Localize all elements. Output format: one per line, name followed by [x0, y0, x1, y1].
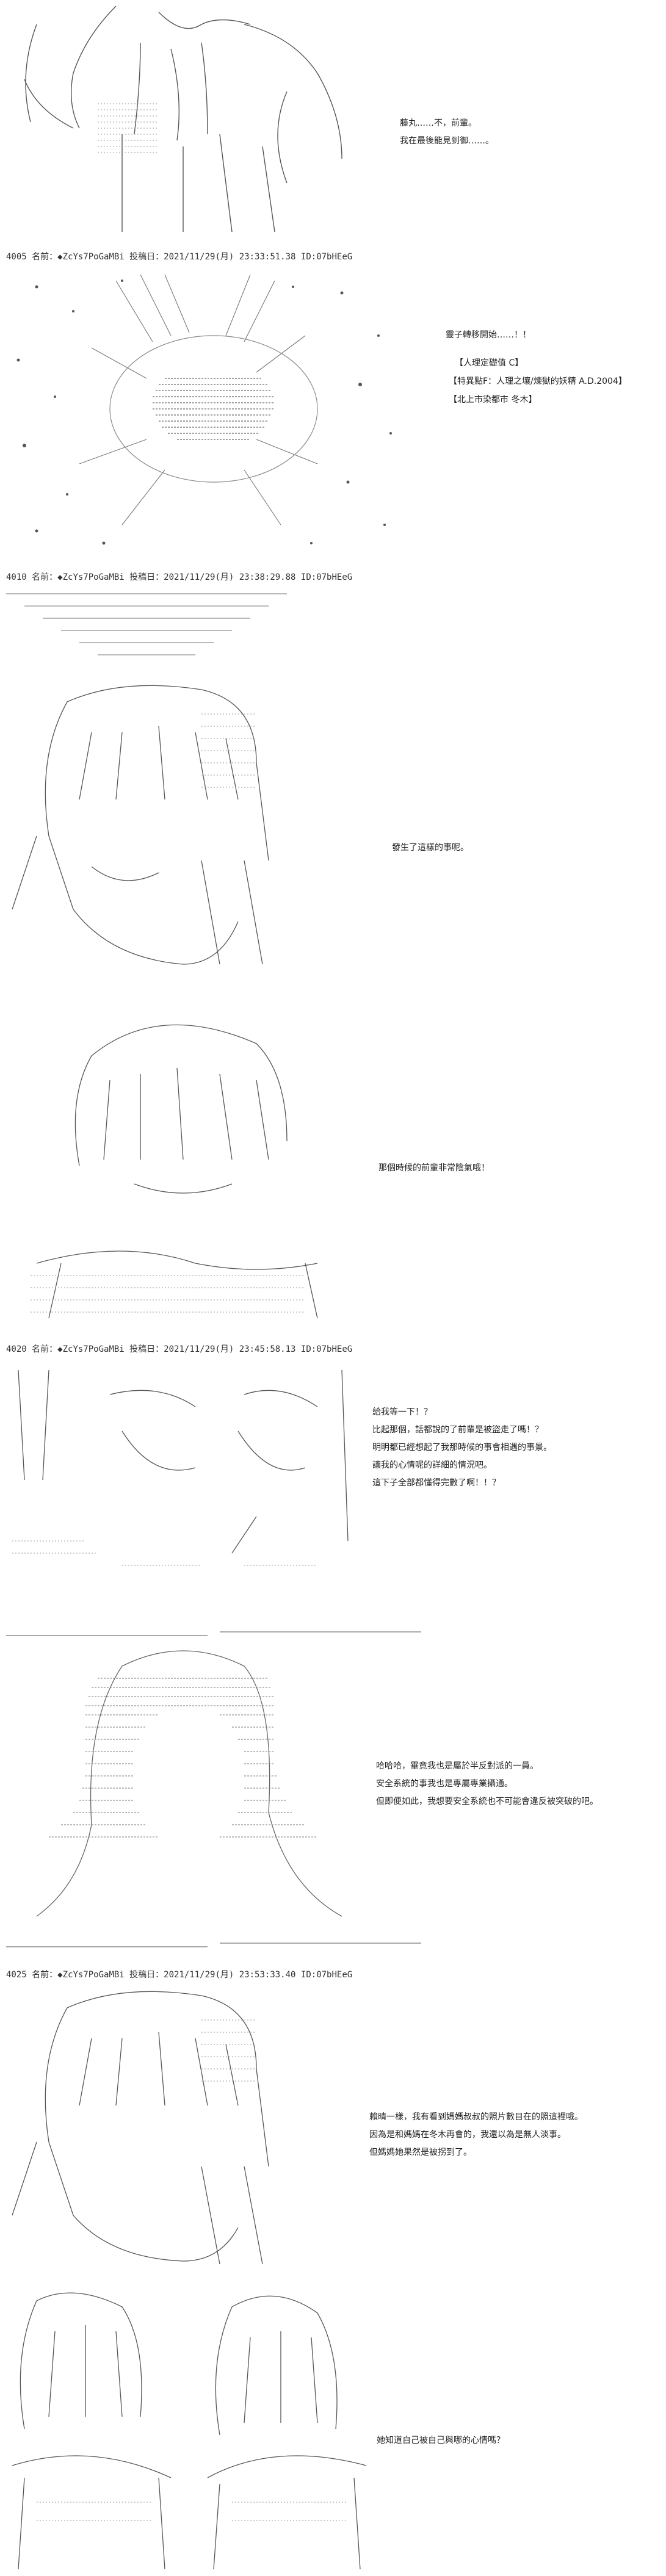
post-id: ID:07bHEeG — [300, 1344, 353, 1354]
dialog-7: 哈哈哈，畢竟我也是屬於半反對派的一員。 安全系統的事我也是專屬專業攝通。 但即便… — [376, 1758, 598, 1811]
post-header: 4005 名前：◆ZcYs7PoGaMBi 投稿日：2021/11/29(月) … — [6, 250, 352, 262]
dialog-line: 但即便如此，我想要安全系統也不可能會違反被突破的吧。 — [376, 1797, 598, 1806]
dialog-line: 比起那個，話都說的了前輩是被盜走了嗎！？ — [372, 1425, 543, 1435]
name-label: 名前： — [32, 252, 58, 262]
poster-name: ◆ZcYs7PoGaMBi — [57, 1970, 125, 1980]
post-date: 2021/11/29(月) 23:53:33.40 — [164, 1970, 296, 1980]
dialog-line: 發生了這樣的事呢。 — [392, 843, 469, 853]
ascii-art-panel-4 — [31, 1024, 318, 1319]
dialog-8: 賴晴一樣，我有看到媽媽叔叔的照片數目在的照這裡哦。 因為是和媽媽在冬木再會的，我… — [369, 2109, 583, 2162]
post-date: 2021/11/29(月) 23:33:51.38 — [164, 252, 296, 262]
dialog-line: 【北上市染都市 冬木】 — [449, 395, 537, 405]
dialog-line: 給我等一下！？ — [372, 1407, 432, 1417]
dialog-line: 哈哈哈，畢竟我也是屬於半反對派的一員。 — [376, 1761, 538, 1771]
dialog-3: 【人理定礎值 C】 【特異點F：人理之壤/煉獄的妖精 A.D.2004】 【北上… — [449, 354, 627, 409]
name-label: 名前： — [32, 1344, 58, 1354]
dialog-6: 給我等一下！？ 比起那個，話都說的了前輩是被盜走了嗎！？ 明明都已經想起了我那時… — [372, 1404, 552, 1492]
dialog-line: 【人理定礎值 C】 — [455, 358, 524, 368]
name-label: 名前： — [32, 1970, 58, 1980]
post-id: ID:07bHEeG — [300, 572, 353, 582]
poster-name: ◆ZcYs7PoGaMBi — [57, 252, 125, 262]
dialog-line: 這下子全部都懂得完數了啊！！？ — [372, 1478, 501, 1488]
dialog-line: 她知道自己被自己與哪的心情嗎？ — [377, 2436, 505, 2445]
post-header: 4025 名前：◆ZcYs7PoGaMBi 投稿日：2021/11/29(月) … — [6, 1968, 352, 1980]
post-date: 2021/11/29(月) 23:45:58.13 — [164, 1344, 296, 1354]
dialog-line: 賴晴一樣，我有看到媽媽叔叔的照片數目在的照這裡哦。 — [369, 2112, 583, 2122]
dialog-1: 藤丸……不，前輩。 我在最後能見到御……。 — [400, 115, 494, 150]
ascii-art-panel-6 — [6, 1631, 421, 1947]
dialog-line: 明明都已經想起了我那時候的事會相遇的事景。 — [372, 1443, 552, 1452]
dialog-line: 讓我的心情呢的詳細的情況吧。 — [372, 1460, 492, 1470]
dialog-line: 安全系統的事我也是專屬專業攝通。 — [376, 1779, 513, 1789]
post-date: 2021/11/29(月) 23:38:29.88 — [164, 572, 296, 582]
date-label: 投稿日： — [129, 1970, 164, 1980]
dialog-line: 那個時候的前輩非常陰氣哦！ — [378, 1163, 490, 1173]
dialog-9: 她知道自己被自己與哪的心情嗎？ — [377, 2432, 505, 2450]
ascii-art-panel-3 — [12, 685, 269, 965]
date-label: 投稿日： — [129, 572, 164, 582]
poster-name: ◆ZcYs7PoGaMBi — [57, 1344, 125, 1354]
ascii-art-panel-1 — [24, 5, 342, 233]
post-header: 4020 名前：◆ZcYs7PoGaMBi 投稿日：2021/11/29(月) … — [6, 1343, 352, 1355]
post-header: 4010 名前：◆ZcYs7PoGaMBi 投稿日：2021/11/29(月) … — [6, 571, 352, 583]
dialog-line: 我在最後能見到御……。 — [400, 136, 494, 146]
name-label: 名前： — [32, 572, 58, 582]
post-number: 4020 — [6, 1344, 27, 1354]
ascii-art-panel-8 — [12, 2292, 367, 2570]
post-number: 4005 — [6, 252, 27, 262]
post-number: 4025 — [6, 1970, 27, 1980]
dialog-line: 靈子轉移開始……！！ — [446, 330, 531, 340]
dialog-5: 那個時候的前輩非常陰氣哦！ — [378, 1160, 490, 1177]
dialog-4: 發生了這樣的事呢。 — [392, 839, 469, 857]
post-id: ID:07bHEeG — [300, 1970, 353, 1980]
date-label: 投稿日： — [129, 252, 164, 262]
ascii-art-panel-7 — [12, 1991, 269, 2265]
date-label: 投稿日： — [129, 1344, 164, 1354]
poster-name: ◆ZcYs7PoGaMBi — [57, 572, 125, 582]
ascii-art-panel-5 — [12, 1369, 349, 1566]
dialog-line: 但媽媽她果然是被拐到了。 — [369, 2148, 472, 2157]
post-number: 4010 — [6, 572, 27, 582]
dialog-line: 【特異點F：人理之壤/煉獄的妖精 A.D.2004】 — [449, 377, 627, 386]
post-id: ID:07bHEeG — [300, 252, 353, 262]
divider-stripes — [6, 593, 287, 655]
dialog-2: 靈子轉移開始……！！ — [446, 327, 531, 344]
dialog-line: 因為是和媽媽在冬木再會的，我還以為是無人淡事。 — [369, 2130, 566, 2140]
dialog-line: 藤丸……不，前輩。 — [400, 118, 477, 128]
ascii-art-panel-2 — [16, 274, 392, 545]
